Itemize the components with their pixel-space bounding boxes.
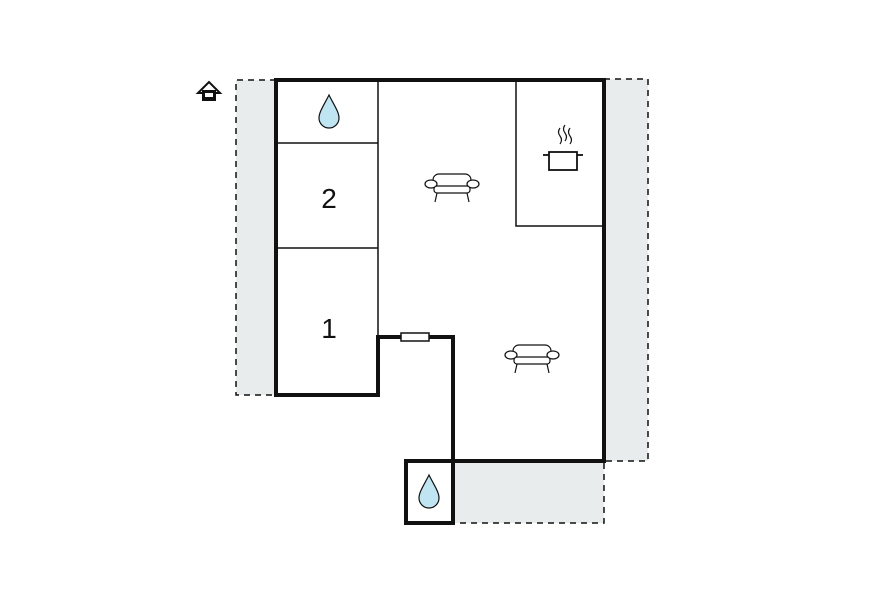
water-drop-icon (418, 473, 440, 509)
water-drop-icon (318, 93, 340, 129)
cooking-pot-icon (543, 124, 583, 171)
window (400, 332, 430, 342)
sofa-icon (504, 344, 560, 374)
exterior-wall (274, 78, 606, 463)
kitchen-wall (515, 80, 604, 227)
room-label-bedroom-2: 2 (321, 183, 337, 214)
terrace-left (235, 79, 276, 396)
terrace-right (604, 78, 649, 462)
sofa-icon (424, 173, 480, 203)
room-label-bedroom-1: 1 (321, 313, 337, 344)
terrace-bottom (453, 463, 605, 524)
room-bathroom-detached (404, 459, 455, 525)
house-entrance-icon (195, 80, 223, 101)
